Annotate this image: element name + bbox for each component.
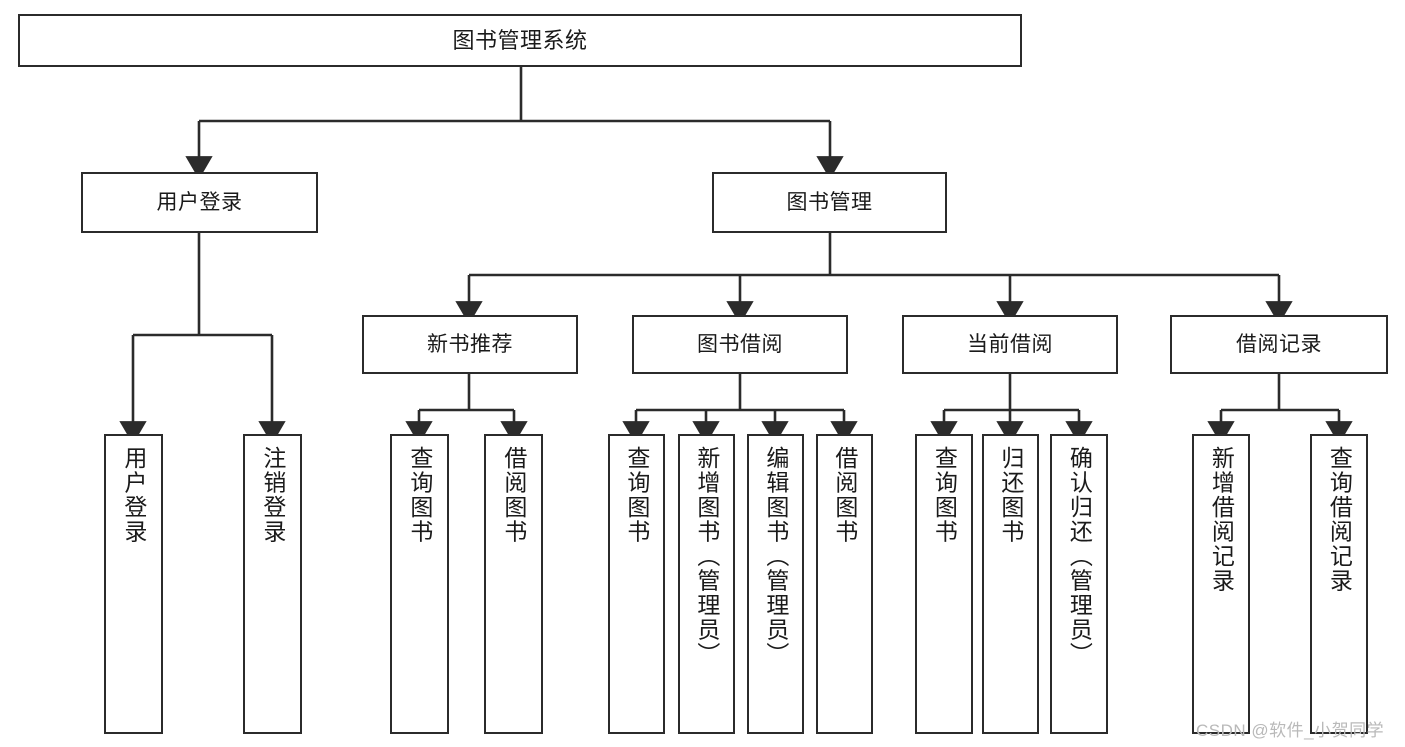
- node-label: 查询图书: [623, 446, 650, 544]
- node-root-system[interactable]: 图书管理系统: [18, 14, 1022, 67]
- leaf-add-borrow-record[interactable]: 新增借阅记录: [1192, 434, 1250, 734]
- node-label: 查询图书: [406, 446, 433, 544]
- node-label: 图书管理系统: [452, 27, 588, 53]
- leaf-query-book-current[interactable]: 查询图书: [915, 434, 973, 734]
- node-borrow-records[interactable]: 借阅记录: [1170, 315, 1388, 374]
- node-label: 查询图书: [931, 446, 958, 544]
- node-label: 图书管理: [786, 191, 873, 214]
- leaf-query-borrow-record[interactable]: 查询借阅记录: [1310, 434, 1368, 734]
- leaf-confirm-return-admin[interactable]: 确认归还（管理员）: [1050, 434, 1108, 734]
- node-label: 用户登录: [156, 191, 243, 214]
- leaf-borrow-book[interactable]: 借阅图书: [816, 434, 873, 734]
- node-book-borrow[interactable]: 图书借阅: [632, 315, 848, 374]
- leaf-user-login[interactable]: 用户登录: [104, 434, 163, 734]
- leaf-borrow-book-recommend[interactable]: 借阅图书: [484, 434, 543, 734]
- leaf-query-book-recommend[interactable]: 查询图书: [390, 434, 449, 734]
- node-label: 查询借阅记录: [1326, 446, 1353, 593]
- node-label: 借阅图书: [500, 446, 527, 544]
- node-new-book-recommend[interactable]: 新书推荐: [362, 315, 578, 374]
- node-label: 注销登录: [259, 446, 286, 544]
- node-label: 图书借阅: [697, 333, 783, 356]
- leaf-edit-book-admin[interactable]: 编辑图书（管理员）: [747, 434, 804, 734]
- leaf-return-book[interactable]: 归还图书: [982, 434, 1039, 734]
- node-current-borrow[interactable]: 当前借阅: [902, 315, 1118, 374]
- node-user-login[interactable]: 用户登录: [81, 172, 318, 233]
- node-label: 确认归还（管理员）: [1066, 446, 1093, 667]
- leaf-logout[interactable]: 注销登录: [243, 434, 302, 734]
- node-label: 编辑图书（管理员）: [762, 446, 789, 667]
- node-label: 用户登录: [120, 446, 147, 544]
- node-book-management[interactable]: 图书管理: [712, 172, 947, 233]
- leaf-query-book-borrow[interactable]: 查询图书: [608, 434, 665, 734]
- node-label: 当前借阅: [967, 333, 1053, 356]
- node-label: 新书推荐: [427, 333, 513, 356]
- node-label: 借阅记录: [1236, 333, 1322, 356]
- leaf-add-book-admin[interactable]: 新增图书（管理员）: [678, 434, 735, 734]
- node-label: 归还图书: [997, 446, 1024, 544]
- node-label: 借阅图书: [831, 446, 858, 544]
- node-label: 新增图书（管理员）: [693, 446, 720, 667]
- node-label: 新增借阅记录: [1208, 446, 1235, 593]
- csdn-watermark: CSDN @软件_小贺同学: [1196, 721, 1385, 740]
